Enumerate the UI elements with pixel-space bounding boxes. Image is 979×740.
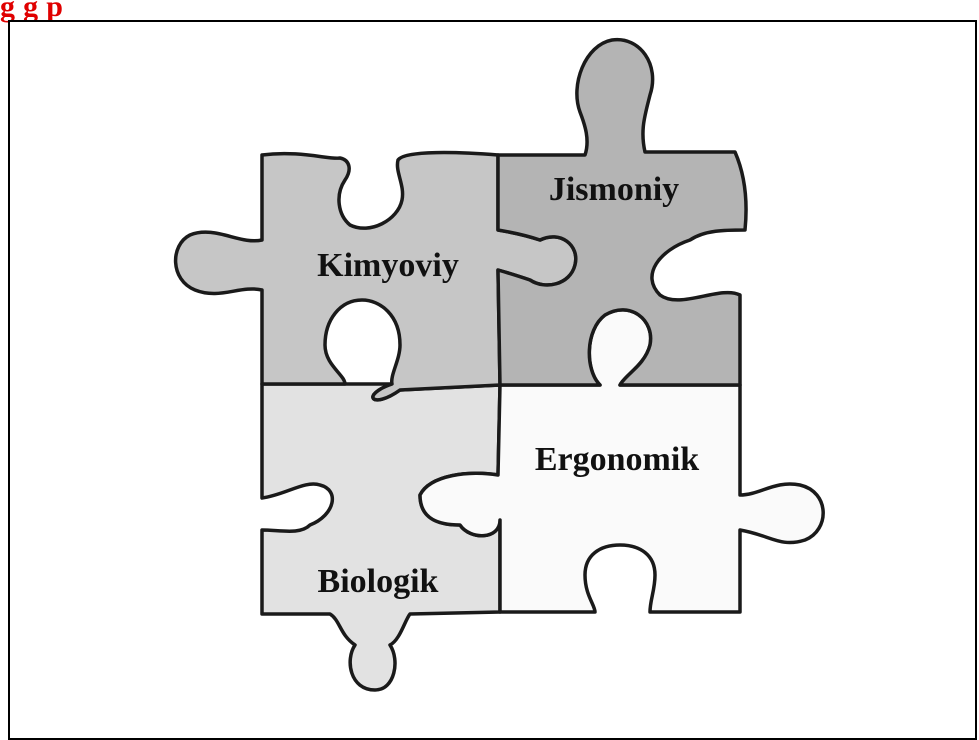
label-biologik: Biologik	[318, 563, 439, 600]
label-ergonomik: Ergonomik	[535, 441, 699, 478]
puzzle-piece-bottom-left	[260, 382, 502, 692]
header-title: g g p	[0, 0, 64, 23]
puzzle-piece-top-right	[496, 38, 748, 387]
label-kimyoviy: Kimyoviy	[317, 247, 459, 284]
label-jismoniy: Jismoniy	[549, 171, 679, 208]
